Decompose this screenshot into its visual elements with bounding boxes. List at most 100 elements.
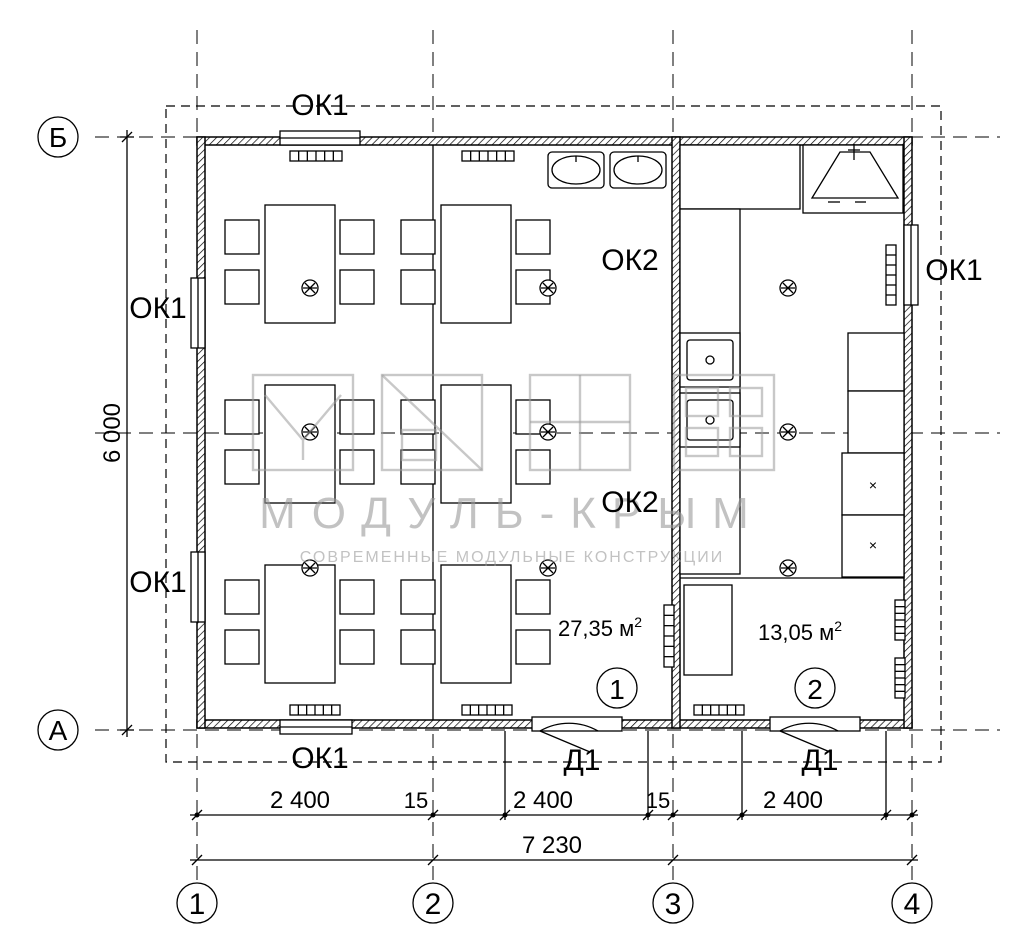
dimension-dot — [909, 812, 915, 818]
radiators — [289, 150, 906, 716]
dimension-tick — [121, 724, 133, 736]
dimension-tick — [121, 131, 133, 143]
kitchen-equipment: × × — [679, 144, 905, 676]
chair — [515, 579, 551, 615]
axis-bubble-3 — [652, 882, 694, 924]
chair — [515, 449, 551, 485]
dimension-gap-1: 15 — [404, 788, 428, 813]
ceiling-light-cross — [541, 562, 555, 574]
dining-table — [264, 384, 336, 504]
axis-label-a: А — [49, 715, 68, 746]
room-1-bubble — [596, 667, 638, 709]
room-2-area-value: 13,05 м — [758, 620, 834, 645]
dining-table — [440, 204, 512, 324]
room-1-area-sup: 2 — [634, 614, 642, 630]
roof-outline — [165, 105, 942, 763]
chair — [400, 219, 436, 255]
ceiling-light-cross — [541, 426, 555, 438]
watermark-logo — [251, 373, 776, 472]
axis-bubble-2 — [412, 882, 454, 924]
dimension-total: 7 230 — [522, 832, 582, 859]
dimension-dot — [645, 812, 651, 818]
axis-label-4: 4 — [904, 888, 921, 921]
axis-bubble-a — [37, 709, 79, 751]
room-1-area-value: 27,35 м — [558, 616, 634, 641]
dimension-gap-2: 15 — [646, 788, 670, 813]
axis-label-2: 2 — [425, 888, 442, 921]
room-2-number: 2 — [807, 674, 823, 705]
dimension-tick — [906, 854, 918, 866]
chair — [400, 579, 436, 615]
window-openings — [190, 130, 919, 735]
ceiling-light-cross — [781, 282, 795, 294]
chair — [339, 269, 375, 305]
dimension-height: 6 000 — [99, 403, 126, 463]
dimension-tick — [191, 854, 203, 866]
watermark-brand: МОДУЛЬ-КРЫМ — [259, 489, 765, 538]
room-2-bubble — [794, 667, 836, 709]
dimension-tick — [667, 854, 679, 866]
chair — [224, 629, 260, 665]
dimension-dot — [883, 812, 889, 818]
window-label-interior-lower: ОК2 — [601, 486, 659, 519]
axis-label-b: Б — [49, 122, 67, 153]
dimension-segment-1: 2 400 — [270, 787, 330, 814]
dimension-tick — [427, 854, 439, 866]
ceiling-light-cross — [541, 282, 555, 294]
chair — [400, 269, 436, 305]
axis-bubble-b — [37, 116, 79, 158]
window-label-top: ОК1 — [291, 89, 349, 122]
dimension-segment-3: 2 400 — [763, 787, 823, 814]
chair — [400, 449, 436, 485]
dimension-dot — [502, 812, 508, 818]
dimension-segment-2: 2 400 — [513, 787, 573, 814]
dining-table — [440, 384, 512, 504]
chair — [339, 449, 375, 485]
chair — [224, 219, 260, 255]
svg-text:×: × — [869, 477, 877, 493]
room-2-area: 13,05 м2 — [758, 618, 842, 645]
dimension-dot — [194, 812, 200, 818]
dining-table — [440, 564, 512, 684]
watermark-tagline: СОВРЕМЕННЫЕ МОДУЛЬНЫЕ КОНСТРУКЦИИ — [300, 549, 725, 566]
chair — [515, 219, 551, 255]
axis-markers: Б А 1 2 3 4 — [37, 116, 933, 924]
axis-label-3: 3 — [665, 888, 682, 921]
chair — [515, 629, 551, 665]
chair — [224, 269, 260, 305]
door-openings — [504, 716, 887, 820]
ceiling-light-cross — [303, 562, 317, 574]
chair — [339, 579, 375, 615]
door-label-1: Д1 — [563, 744, 600, 777]
dimension-dot — [670, 812, 676, 818]
svg-text:×: × — [869, 537, 877, 553]
window-label-left-lower: ОК1 — [129, 566, 187, 599]
chair — [339, 219, 375, 255]
dimension-dot — [430, 812, 436, 818]
ceiling-lights — [301, 279, 797, 577]
ceiling-light-cross — [303, 282, 317, 294]
dimension-lines — [120, 130, 918, 866]
wash-basins — [547, 151, 667, 189]
axis-bubble-1 — [176, 882, 218, 924]
axis-bubble-4 — [891, 882, 933, 924]
chair — [339, 629, 375, 665]
room-1-number: 1 — [609, 674, 625, 705]
chair — [224, 579, 260, 615]
ceiling-light-cross — [781, 426, 795, 438]
dining-table — [264, 564, 336, 684]
door-label-2: Д1 — [801, 744, 838, 777]
window-label-interior-upper: ОК2 — [601, 244, 659, 277]
chair — [339, 399, 375, 435]
window-label-bottom: ОК1 — [291, 742, 349, 775]
window-label-right: ОК1 — [925, 254, 983, 287]
dimension-dot — [739, 812, 745, 818]
room-1-area: 27,35 м2 — [558, 614, 642, 641]
chair — [400, 629, 436, 665]
axis-label-1: 1 — [189, 888, 206, 921]
dining-table — [264, 204, 336, 324]
ceiling-light-cross — [781, 562, 795, 574]
window-label-left-upper: ОК1 — [129, 292, 187, 325]
chair — [400, 399, 436, 435]
